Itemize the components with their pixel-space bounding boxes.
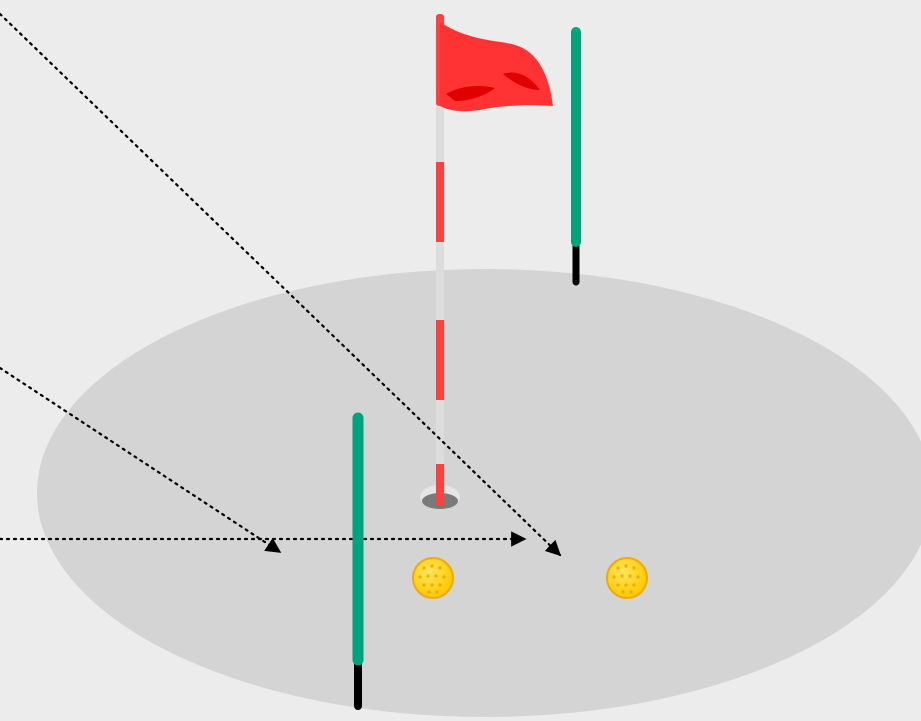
golf-ball-right[interactable]: [607, 558, 647, 598]
flag-icon: [440, 22, 553, 111]
golf-ball-left[interactable]: [413, 558, 453, 598]
putting-green: [37, 269, 921, 717]
